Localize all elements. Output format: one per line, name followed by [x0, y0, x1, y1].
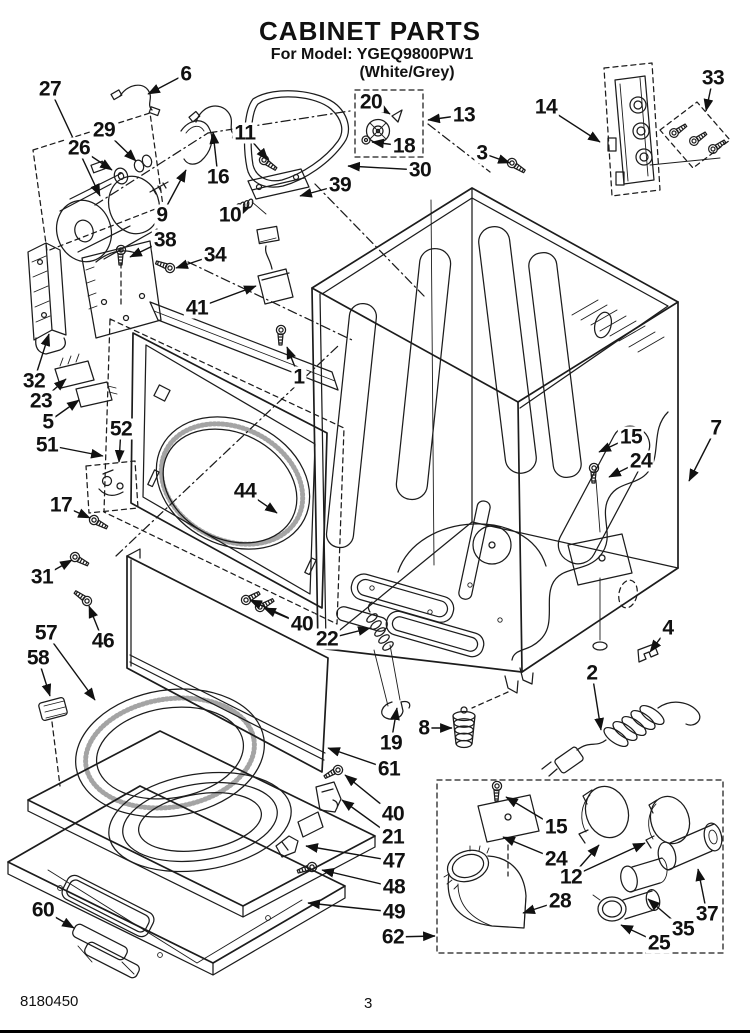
- callout-57: 57: [32, 621, 60, 645]
- footer-doc-number: 8180450: [20, 993, 79, 1010]
- callout-9: 9: [154, 203, 170, 227]
- callout-18: 18: [390, 134, 418, 158]
- callout-5: 5: [40, 410, 56, 434]
- cabinet-shell: [311, 187, 679, 709]
- callout-11: 11: [232, 121, 258, 145]
- callout-49: 49: [380, 900, 408, 924]
- callout-13: 13: [450, 103, 478, 127]
- callout-23: 23: [27, 389, 55, 413]
- model-line: For Model: YGEQ9800PW1: [270, 46, 474, 63]
- callout-33: 33: [699, 66, 727, 90]
- page-bottom-rule: [0, 1030, 750, 1033]
- support-brackets: [27, 240, 353, 391]
- handle-trim: [72, 923, 140, 979]
- footer-page-number: 3: [364, 995, 373, 1012]
- callout-51: 51: [33, 433, 61, 457]
- callout-21: 21: [379, 825, 407, 849]
- callout-32: 32: [20, 369, 48, 393]
- callout-leader: [305, 843, 395, 862]
- callout-14: 14: [532, 95, 560, 119]
- callout-31: 31: [28, 565, 56, 589]
- door-seal: [75, 688, 265, 818]
- callout-39: 39: [326, 173, 354, 197]
- toe-panel: [126, 548, 329, 773]
- callout-27: 27: [36, 77, 64, 101]
- callout-35: 35: [669, 917, 697, 941]
- callout-7: 7: [708, 416, 724, 440]
- callout-41: 41: [183, 296, 211, 320]
- finish-line: (White/Grey): [359, 64, 455, 81]
- leveling-foot: [452, 706, 476, 749]
- callout-30: 30: [406, 158, 434, 182]
- door-switch: [256, 225, 294, 346]
- spring-and-clip: [366, 601, 411, 720]
- callout-26: 26: [65, 136, 93, 160]
- callout-20: 20: [357, 90, 385, 114]
- callout-24: 24: [627, 449, 655, 473]
- callout-17: 17: [47, 493, 75, 517]
- callout-46: 46: [89, 629, 117, 653]
- callout-leader: [45, 632, 96, 701]
- terminal-block: [603, 62, 731, 197]
- callout-37: 37: [693, 902, 721, 926]
- callout-40: 40: [379, 802, 407, 826]
- callout-29: 29: [90, 118, 118, 142]
- callout-28: 28: [546, 889, 574, 913]
- callout-44: 44: [231, 479, 259, 503]
- callout-leader: [307, 899, 395, 913]
- callout-47: 47: [380, 849, 408, 873]
- callout-48: 48: [380, 875, 408, 899]
- callout-38: 38: [151, 228, 179, 252]
- callout-61: 61: [375, 757, 403, 781]
- callout-60: 60: [29, 898, 57, 922]
- callout-16: 16: [204, 165, 232, 189]
- callout-40: 40: [288, 612, 316, 636]
- callout-19: 19: [377, 731, 405, 755]
- callout-6: 6: [178, 62, 194, 86]
- callout-8: 8: [416, 716, 432, 740]
- callout-12: 12: [557, 865, 585, 889]
- page-title: CABINET PARTS: [259, 16, 481, 46]
- callout-4: 4: [660, 616, 676, 640]
- callout-52: 52: [107, 417, 135, 441]
- callout-1: 1: [291, 365, 307, 389]
- callout-62: 62: [379, 925, 407, 949]
- callout-10: 10: [216, 203, 244, 227]
- callout-15: 15: [617, 425, 645, 449]
- hinge-cluster: [275, 763, 345, 878]
- callout-22: 22: [313, 627, 341, 651]
- callout-3: 3: [474, 141, 490, 165]
- drive-belt: [207, 90, 425, 297]
- callout-58: 58: [24, 646, 52, 670]
- callout-15: 15: [542, 815, 570, 839]
- callout-25: 25: [645, 931, 673, 955]
- small-screws: [38, 513, 276, 787]
- callout-24: 24: [542, 847, 570, 871]
- callout-34: 34: [201, 243, 229, 267]
- base-plates: [7, 730, 376, 976]
- callout-2: 2: [584, 661, 600, 685]
